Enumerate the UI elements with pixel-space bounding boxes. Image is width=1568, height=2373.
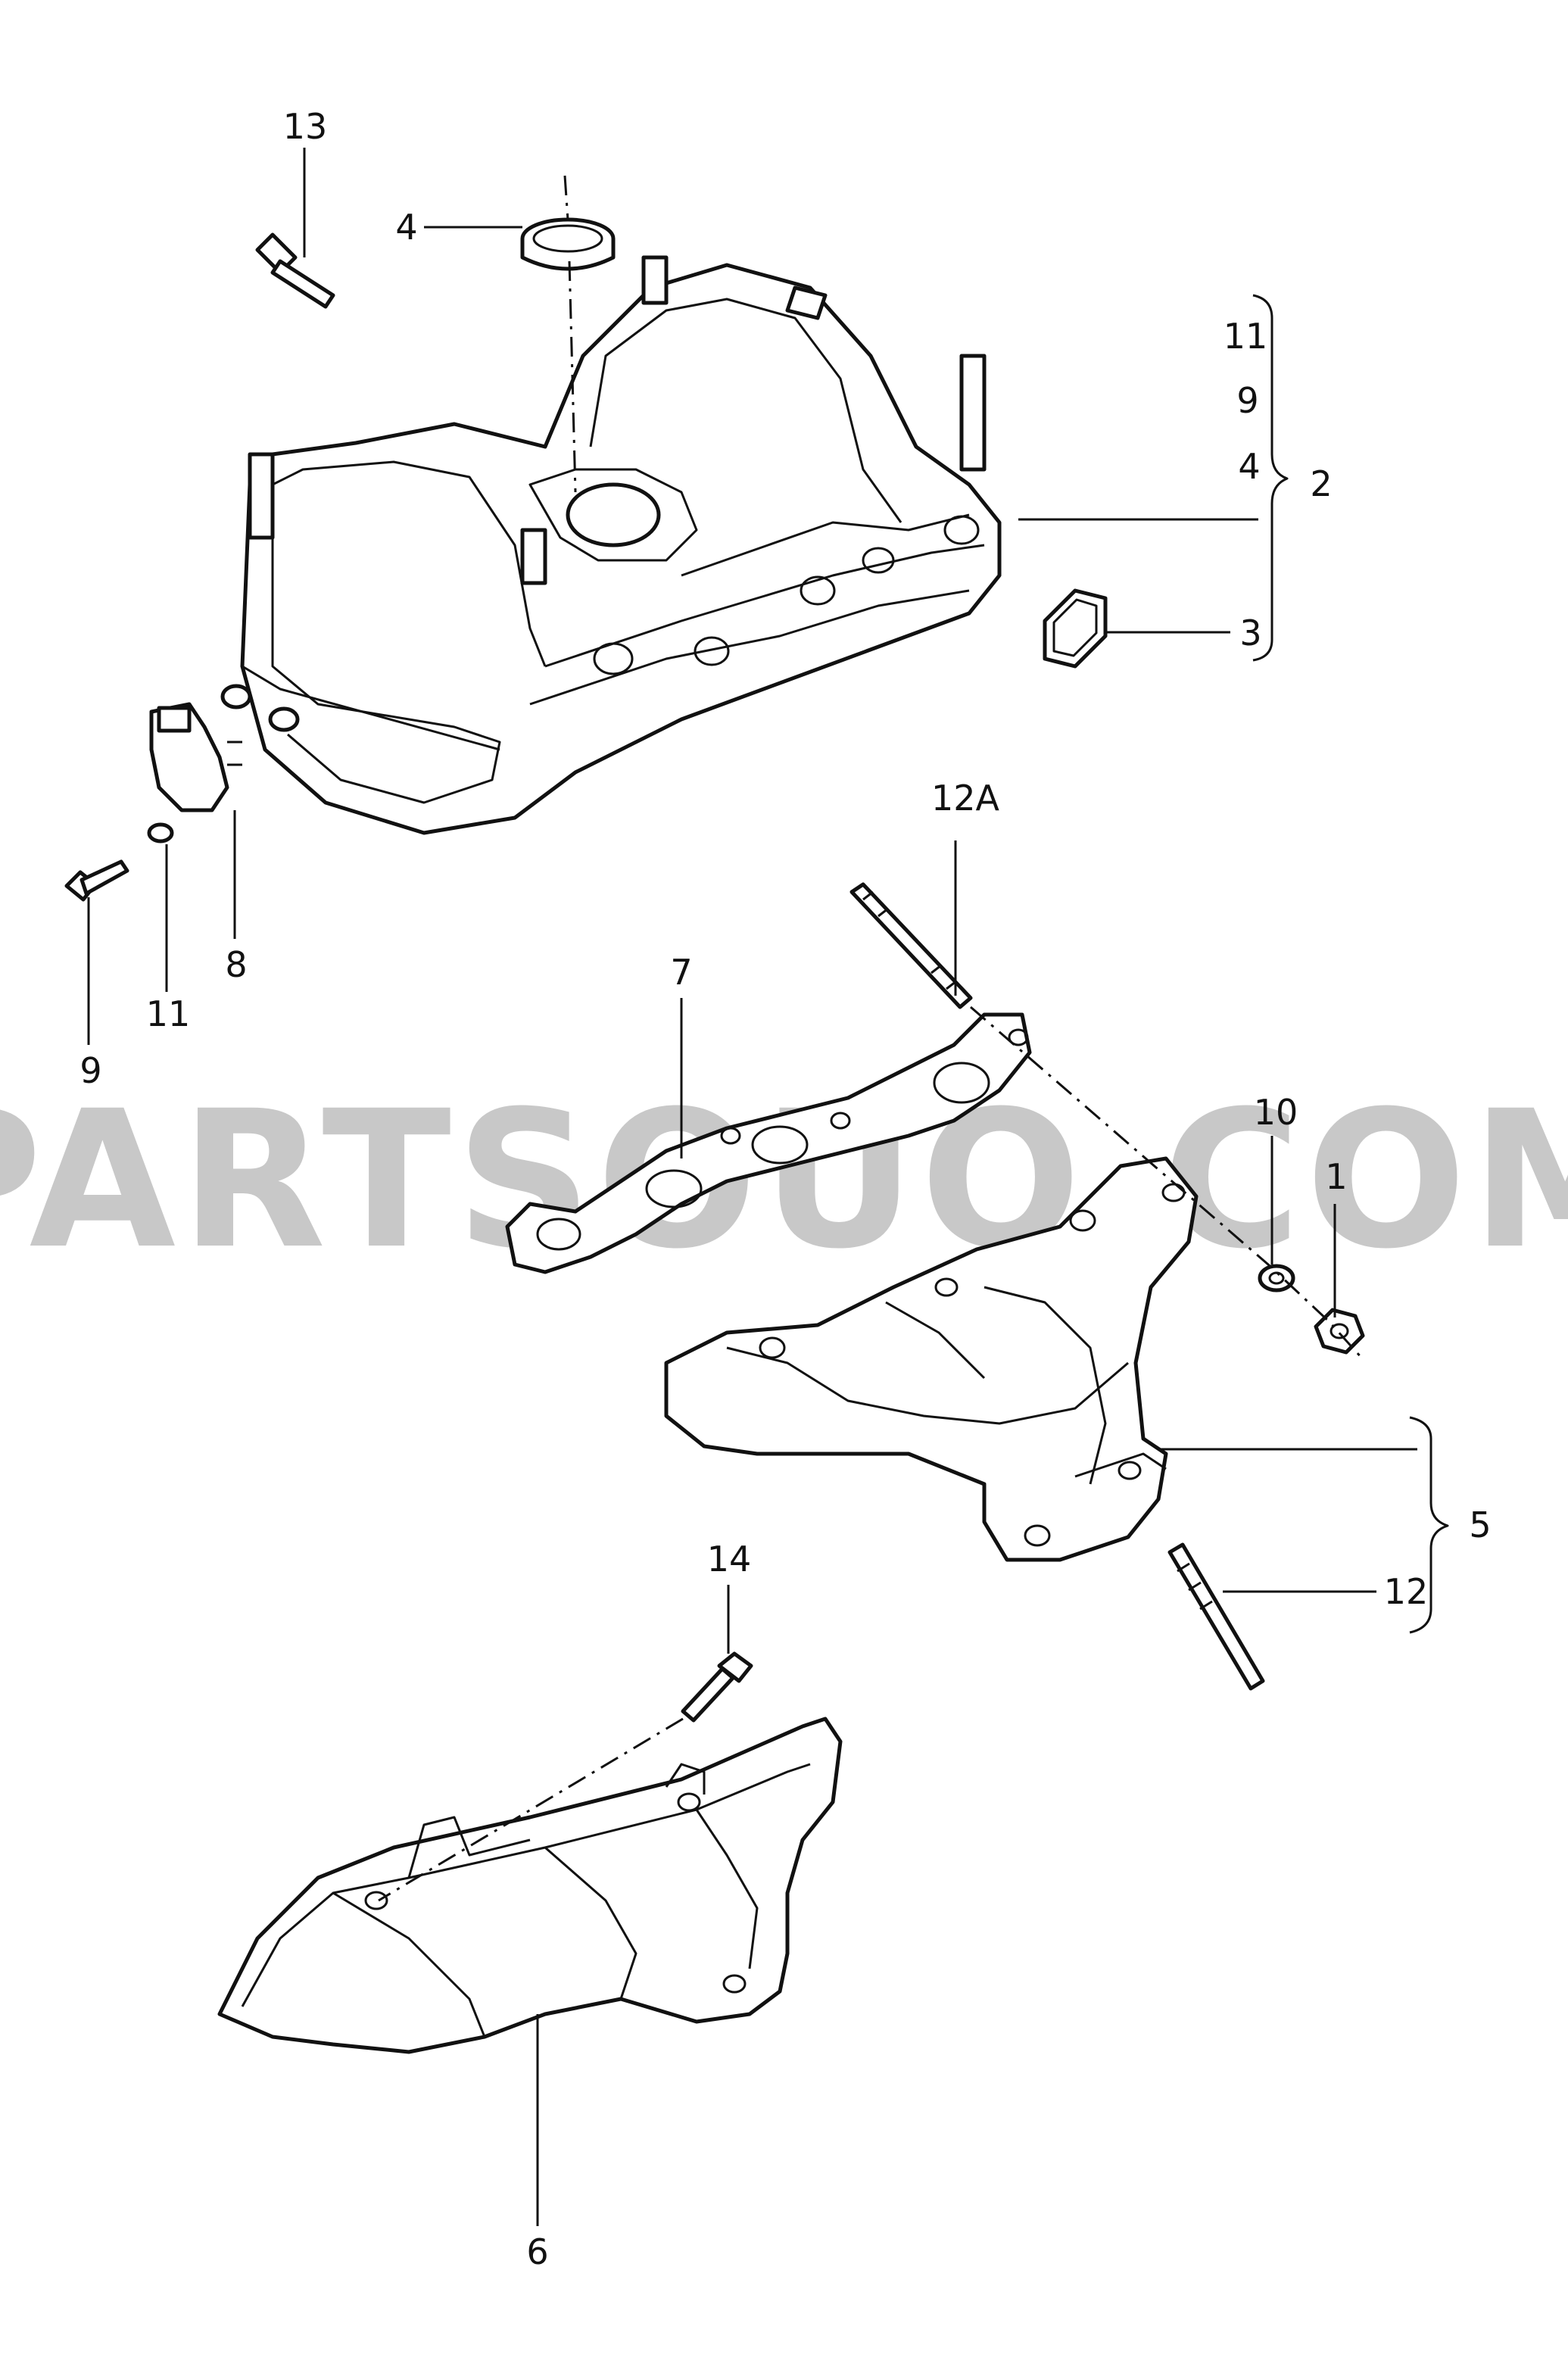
leader-lines xyxy=(87,148,1417,2226)
callout-11: 11 xyxy=(146,993,191,1034)
callout-4-group: 4 xyxy=(1238,446,1260,487)
align-line-stud xyxy=(970,1006,1364,1361)
callout-1: 1 xyxy=(1325,1156,1347,1197)
watermark: PARTSOUQ.COM xyxy=(0,1070,1568,1290)
callout-12a: 12A xyxy=(931,778,1000,819)
intake-manifold[interactable] xyxy=(220,255,1002,835)
nut-1[interactable] xyxy=(1314,1308,1365,1355)
washer-11[interactable] xyxy=(147,822,174,843)
stud-12a[interactable] xyxy=(849,882,973,1009)
align-line-ring xyxy=(563,175,577,493)
callout-11-group: 11 xyxy=(1224,316,1268,357)
callout-4: 4 xyxy=(395,207,417,248)
callout-2: 2 xyxy=(1310,463,1332,504)
bolt-13[interactable] xyxy=(255,232,335,309)
callout-12: 12 xyxy=(1384,1571,1429,1612)
callout-6: 6 xyxy=(526,2231,548,2272)
callout-13: 13 xyxy=(283,106,328,147)
washer-10[interactable] xyxy=(1258,1264,1295,1293)
heat-shield[interactable] xyxy=(217,1717,843,2054)
callout-8: 8 xyxy=(225,944,247,985)
brace-2 xyxy=(1252,294,1289,662)
callout-5: 5 xyxy=(1469,1505,1491,1545)
exhaust-gasket-7[interactable] xyxy=(505,1012,1032,1274)
callout-3: 3 xyxy=(1239,613,1261,653)
stud-12[interactable] xyxy=(1167,1542,1265,1691)
bolt-14[interactable] xyxy=(681,1651,753,1723)
sensor-8[interactable] xyxy=(149,702,242,812)
exhaust-manifold[interactable] xyxy=(664,1156,1199,1562)
bolt-9[interactable] xyxy=(64,859,129,902)
callout-10: 10 xyxy=(1254,1092,1298,1133)
callout-14: 14 xyxy=(707,1539,752,1579)
brace-5 xyxy=(1409,1416,1449,1634)
callout-9: 9 xyxy=(79,1050,101,1091)
callout-9-group: 9 xyxy=(1236,380,1258,421)
gasket-3[interactable] xyxy=(1043,588,1108,669)
callout-7: 7 xyxy=(670,952,692,993)
ring-seal[interactable] xyxy=(520,217,616,271)
